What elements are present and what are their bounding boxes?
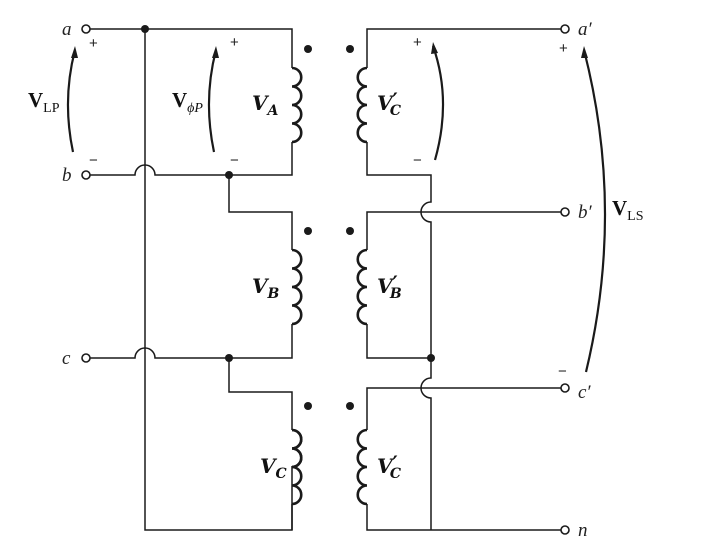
minus-sign: − (413, 152, 422, 169)
label-v-c-prime-top: V′C (377, 88, 401, 119)
v-ls-arrow (582, 49, 607, 373)
label-v-b-prime: V′B (377, 271, 402, 302)
plus-sign: + (230, 34, 239, 51)
terminal-a-prime (560, 24, 570, 34)
polarity-signs: + + + + − − − − (89, 34, 568, 380)
terminal-b-prime (560, 207, 570, 217)
coil-secondary-c-top (356, 66, 368, 144)
label-a-prime: a′ (578, 19, 593, 40)
coil-secondary-c-bottom (356, 428, 368, 506)
plus-sign: + (559, 40, 568, 57)
v-secondary-phase-arrow (431, 45, 445, 161)
plus-sign: + (89, 35, 98, 52)
minus-sign: − (89, 152, 98, 169)
secondary-wiring (366, 28, 565, 531)
plus-sign: + (413, 34, 422, 51)
terminal-c (81, 353, 91, 363)
coil-secondary-b (356, 248, 368, 326)
coil-primary-c-full (291, 428, 303, 506)
v-lp-arrow (66, 49, 77, 153)
v-ls-arrowhead (581, 46, 588, 58)
label-c: c (62, 348, 71, 369)
terminal-c-prime (560, 383, 570, 393)
terminal-a (81, 24, 91, 34)
label-v-c: VC (260, 454, 287, 482)
label-c-prime: c′ (578, 382, 591, 403)
label-v-c-prime-bottom: V′C (377, 451, 401, 482)
label-v-b: VB (252, 274, 280, 302)
polarity-dots (304, 45, 354, 410)
v-secondary-arrowhead (431, 42, 438, 54)
terminal-n (560, 525, 570, 535)
v-phi-p-arrowhead (212, 46, 219, 58)
label-b: b (62, 165, 72, 186)
minus-sign: − (558, 363, 567, 380)
label-n: n (578, 520, 588, 541)
label-v-ls: VLS (612, 196, 644, 224)
coil-primary-b (291, 248, 303, 326)
terminals (81, 24, 570, 535)
v-phi-p-arrow (207, 49, 218, 153)
terminal-b (81, 170, 91, 180)
junction-dots (141, 25, 435, 362)
label-v-phi-p: VϕP (172, 88, 203, 116)
label-v-lp: VLP (28, 88, 60, 116)
label-b-prime: b′ (578, 202, 593, 223)
coil-primary-a (291, 66, 303, 144)
label-a: a (62, 19, 72, 40)
label-v-a: VA (252, 91, 279, 119)
primary-wiring (90, 28, 293, 531)
v-lp-arrowhead (71, 46, 78, 58)
minus-sign: − (230, 152, 239, 169)
